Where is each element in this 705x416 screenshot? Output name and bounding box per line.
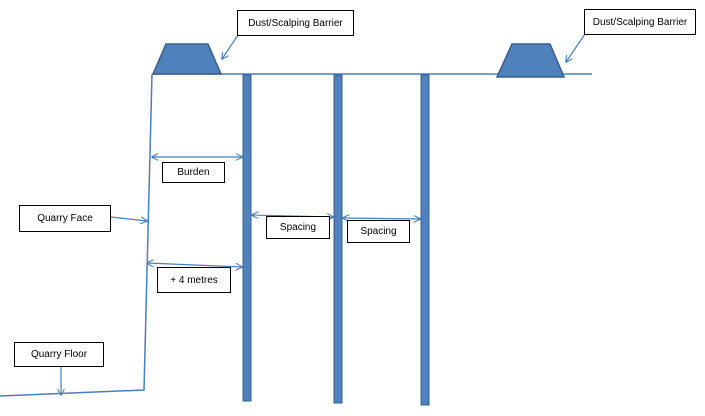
barrier-left-label: Dust/Scalping Barrier [237, 10, 354, 36]
quarry-floor-label: Quarry Floor [14, 342, 104, 367]
blast-hole-2 [333, 74, 343, 404]
spacing-label-1: Spacing [266, 216, 330, 239]
barrier-left-shape [151, 43, 223, 75]
quarry-face-pointer [110, 216, 147, 221]
plus-four-metres-label: + 4 metres [157, 267, 231, 293]
barrier-right-shape [495, 43, 566, 78]
burden-label: Burden [162, 162, 225, 183]
barrier-left-pointer [222, 34, 239, 59]
quarry-face-line [0, 73, 153, 397]
blast-hole-1 [242, 74, 252, 402]
blast-hole-3 [420, 74, 430, 406]
barrier-right-label: Dust/Scalping Barrier [584, 9, 696, 35]
plus-four-metres-arrow [147, 263, 242, 267]
spacing-label-2: Spacing [347, 220, 410, 243]
barrier-right-pointer [566, 33, 586, 62]
spacing-arrow-2 [343, 218, 420, 219]
quarry-face-label: Quarry Face [19, 205, 111, 232]
